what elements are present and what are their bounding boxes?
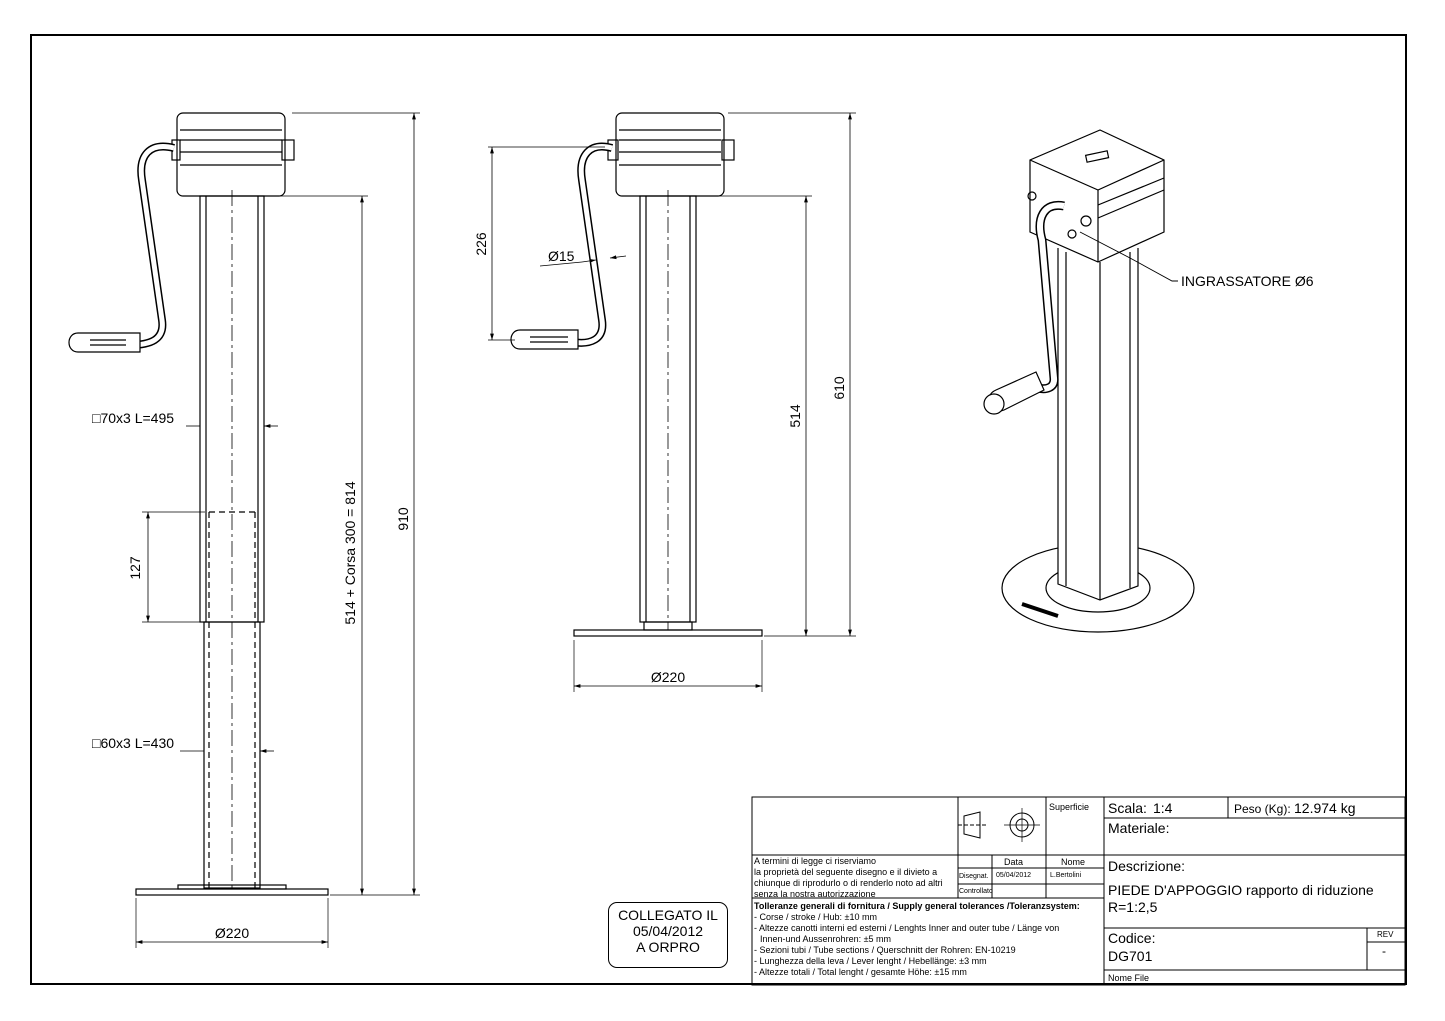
dim-base-diameter-front: Ø220 xyxy=(215,925,249,941)
drawing-frame xyxy=(30,34,1407,985)
tolerance-line-2: - Altezze canotti interni ed esterni / L… xyxy=(754,923,1060,933)
dim-tube-outer: □70x3 L=495 xyxy=(92,410,174,426)
tolerance-line-3: Innen-und Aussenrohren: ±5 mm xyxy=(760,934,892,944)
stamp-line-3: A ORPRO xyxy=(636,939,700,955)
superficie-label: Superficie xyxy=(1049,802,1090,812)
scala-value: 1:4 xyxy=(1153,800,1173,816)
tolerance-title: Tolleranze generali di fornitura / Suppl… xyxy=(754,901,1080,911)
tolerance-line-6: - Altezze totali / Total lenght / gesamt… xyxy=(754,967,967,977)
tolerance-line-4: - Sezioni tubi / Tube sections / Quersch… xyxy=(754,945,1016,955)
dim-overlap: 127 xyxy=(127,556,143,580)
tolerance-line-5: - Lunghezza della leva / Lever lenght / … xyxy=(754,956,987,966)
dim-closed: 514 xyxy=(787,404,803,428)
legal-line-2: la proprietà del seguente disegno e il d… xyxy=(754,867,938,877)
legal-line-1: A termini di legge ci riserviamo xyxy=(754,856,877,866)
grease-label: INGRASSATORE Ø6 xyxy=(1181,273,1314,289)
controllato-label: Controllato xyxy=(959,888,993,895)
disegnat-date: 05/04/2012 xyxy=(996,872,1032,879)
peso-label: Peso (Kg): xyxy=(1234,802,1291,816)
legal-line-3: chiunque di riprodurlo o di renderlo not… xyxy=(754,878,943,888)
tolerance-line-1: - Corse / stroke / Hub: ±10 mm xyxy=(754,912,877,922)
scala-label: Scala: xyxy=(1108,800,1147,816)
dim-rod: Ø15 xyxy=(548,248,575,264)
disegnat-label: Disegnat. xyxy=(959,873,989,880)
descrizione-label: Descrizione: xyxy=(1108,858,1186,874)
descrizione-line-2: R=1:2,5 xyxy=(1108,899,1158,915)
codice-label: Codice: xyxy=(1108,930,1156,946)
dim-tube-inner: □60x3 L=430 xyxy=(92,735,174,751)
data-label: Data xyxy=(1004,857,1024,867)
dim-total-height: 910 xyxy=(395,507,411,531)
stamp-line-2: 05/04/2012 xyxy=(632,923,704,939)
linked-stamp: COLLEGATO IL 05/04/2012 A ORPRO xyxy=(608,902,728,968)
rev-value: - xyxy=(1382,944,1386,958)
iso-view xyxy=(983,129,1195,633)
rev-label: REV xyxy=(1377,930,1394,939)
front-view xyxy=(68,112,420,948)
legal-line-4: senza la nostra autorizzazione xyxy=(754,889,876,899)
dim-crank: 226 xyxy=(473,232,489,256)
side-view xyxy=(488,112,856,692)
materiale-label: Materiale: xyxy=(1108,820,1170,836)
disegnat-name: L.Bertolini xyxy=(1050,872,1082,879)
nome-label: Nome xyxy=(1061,857,1086,867)
codice-value: DG701 xyxy=(1108,948,1153,964)
dim-height: 610 xyxy=(831,376,847,400)
dim-total-stroke: 514 + Corsa 300 = 814 xyxy=(342,481,358,624)
stamp-line-1: COLLEGATO IL xyxy=(618,907,718,923)
dim-base-diameter-side: Ø220 xyxy=(651,669,685,685)
title-block-lines xyxy=(751,796,1406,986)
peso-value: 12.974 kg xyxy=(1294,800,1356,816)
nome-file-label: Nome File xyxy=(1108,973,1150,983)
descrizione-line-1: PIEDE D'APPOGGIO rapporto di riduzione xyxy=(1108,882,1374,898)
